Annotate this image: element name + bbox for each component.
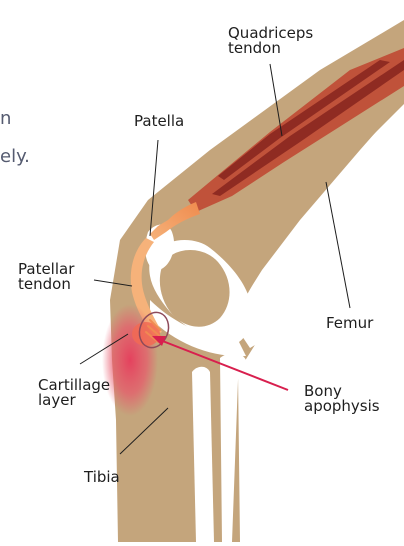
label-quadriceps-tendon: Quadriceps tendon (228, 26, 313, 56)
label-patella: Patella (134, 114, 184, 129)
fibula-gap (220, 353, 246, 542)
cut-text-line-1: n (0, 108, 11, 130)
label-bony-apophysis: Bony apophysis (304, 384, 380, 414)
label-cartilage-layer: Cartillage layer (38, 378, 110, 408)
label-femur: Femur (326, 316, 373, 331)
cut-text-line-2: ely. (0, 146, 30, 168)
label-patellar-tendon: Patellar tendon (18, 262, 74, 292)
label-tibia: Tibia (84, 470, 120, 485)
